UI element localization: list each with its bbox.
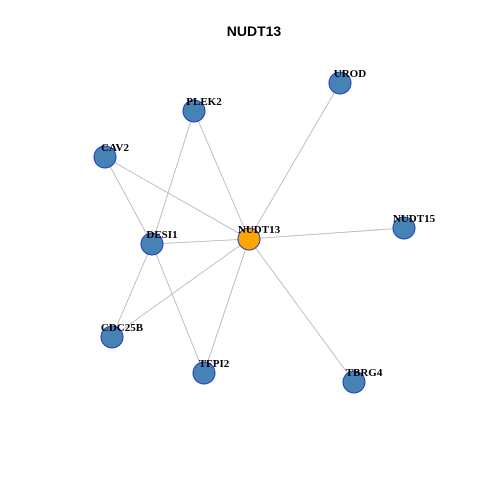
node-circle[interactable] bbox=[328, 71, 352, 95]
edge-nudt13-cav2 bbox=[104, 156, 250, 240]
edge-nudt13-tfpi2 bbox=[203, 238, 250, 374]
node-circle[interactable] bbox=[342, 370, 366, 394]
node-label: NUDT15 bbox=[393, 213, 436, 225]
node-circle[interactable] bbox=[100, 325, 124, 349]
edge-desi1-plek2 bbox=[151, 110, 195, 245]
edge-desi1-cav2 bbox=[104, 156, 153, 245]
node-circle[interactable] bbox=[182, 99, 206, 123]
node-label: PLEK2 bbox=[186, 96, 222, 108]
edge-desi1-cdc25b bbox=[111, 243, 153, 338]
node-circle[interactable] bbox=[93, 145, 117, 169]
edge-nudt13-plek2 bbox=[193, 110, 250, 240]
node-label: DESI1 bbox=[146, 229, 177, 241]
edge-nudt13-cdc25b bbox=[111, 238, 250, 338]
node-circle[interactable] bbox=[237, 227, 261, 251]
edge-desi1-tfpi2 bbox=[151, 243, 205, 374]
node-circle[interactable] bbox=[392, 216, 416, 240]
node-nudt13[interactable]: NUDT13 bbox=[237, 224, 281, 251]
node-label: UROD bbox=[334, 68, 366, 80]
node-urod[interactable]: UROD bbox=[328, 68, 366, 95]
node-label: TBRG4 bbox=[346, 367, 383, 379]
node-circle[interactable] bbox=[192, 361, 216, 385]
edge-nudt13-tbrg4 bbox=[248, 238, 355, 383]
diagram-title: NUDT13 bbox=[227, 23, 282, 39]
node-cav2[interactable]: CAV2 bbox=[93, 142, 129, 169]
edge-nudt13-desi1 bbox=[151, 238, 250, 245]
node-tfpi2[interactable]: TFPI2 bbox=[192, 358, 230, 385]
node-circle[interactable] bbox=[140, 232, 164, 256]
node-plek2[interactable]: PLEK2 bbox=[182, 96, 222, 123]
node-desi1[interactable]: DESI1 bbox=[140, 229, 178, 256]
node-label: NUDT13 bbox=[238, 224, 281, 236]
node-tbrg4[interactable]: TBRG4 bbox=[342, 367, 383, 394]
node-nudt15[interactable]: NUDT15 bbox=[392, 213, 436, 240]
node-label: CAV2 bbox=[101, 142, 129, 154]
node-label: CDC25B bbox=[101, 322, 144, 334]
edge-nudt13-urod bbox=[248, 82, 341, 240]
edge-nudt13-nudt15 bbox=[248, 227, 405, 240]
node-cdc25b[interactable]: CDC25B bbox=[100, 322, 144, 349]
node-label: TFPI2 bbox=[199, 358, 230, 370]
edge-layer bbox=[104, 82, 405, 383]
